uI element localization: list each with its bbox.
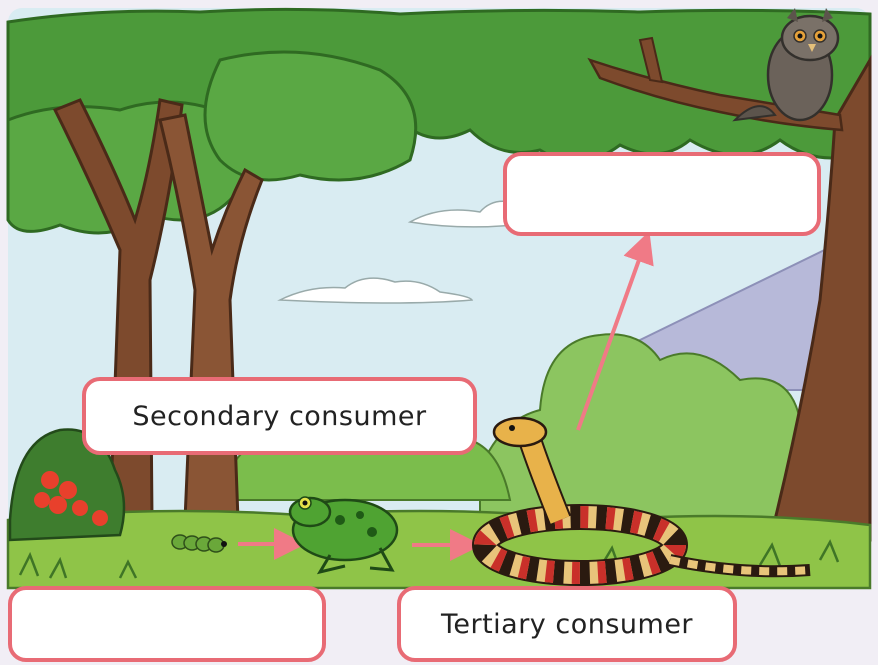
label-box-bottom-left[interactable] (8, 586, 326, 662)
background-bushes (479, 333, 801, 521)
tree-trunk-right (768, 54, 872, 542)
plant-icon (8, 428, 126, 542)
tree-trunk-middle (158, 113, 264, 522)
cloud-middle (277, 277, 474, 304)
owl-icon (732, 8, 840, 122)
label-box-tertiary-consumer[interactable]: Tertiary consumer (397, 586, 737, 662)
tree-twig (638, 36, 664, 84)
arrow-snake-to-top-box (576, 230, 654, 431)
ground (6, 509, 872, 590)
label-box-secondary-consumer[interactable]: Secondary consumer (82, 377, 477, 455)
mid-canopy (203, 50, 418, 182)
tree-branch (587, 57, 844, 132)
grass-tufts (18, 539, 840, 579)
snake-icon (472, 416, 811, 586)
frog-icon (288, 496, 399, 575)
caterpillar-icon (171, 534, 227, 553)
label-box-top[interactable] (503, 152, 821, 236)
